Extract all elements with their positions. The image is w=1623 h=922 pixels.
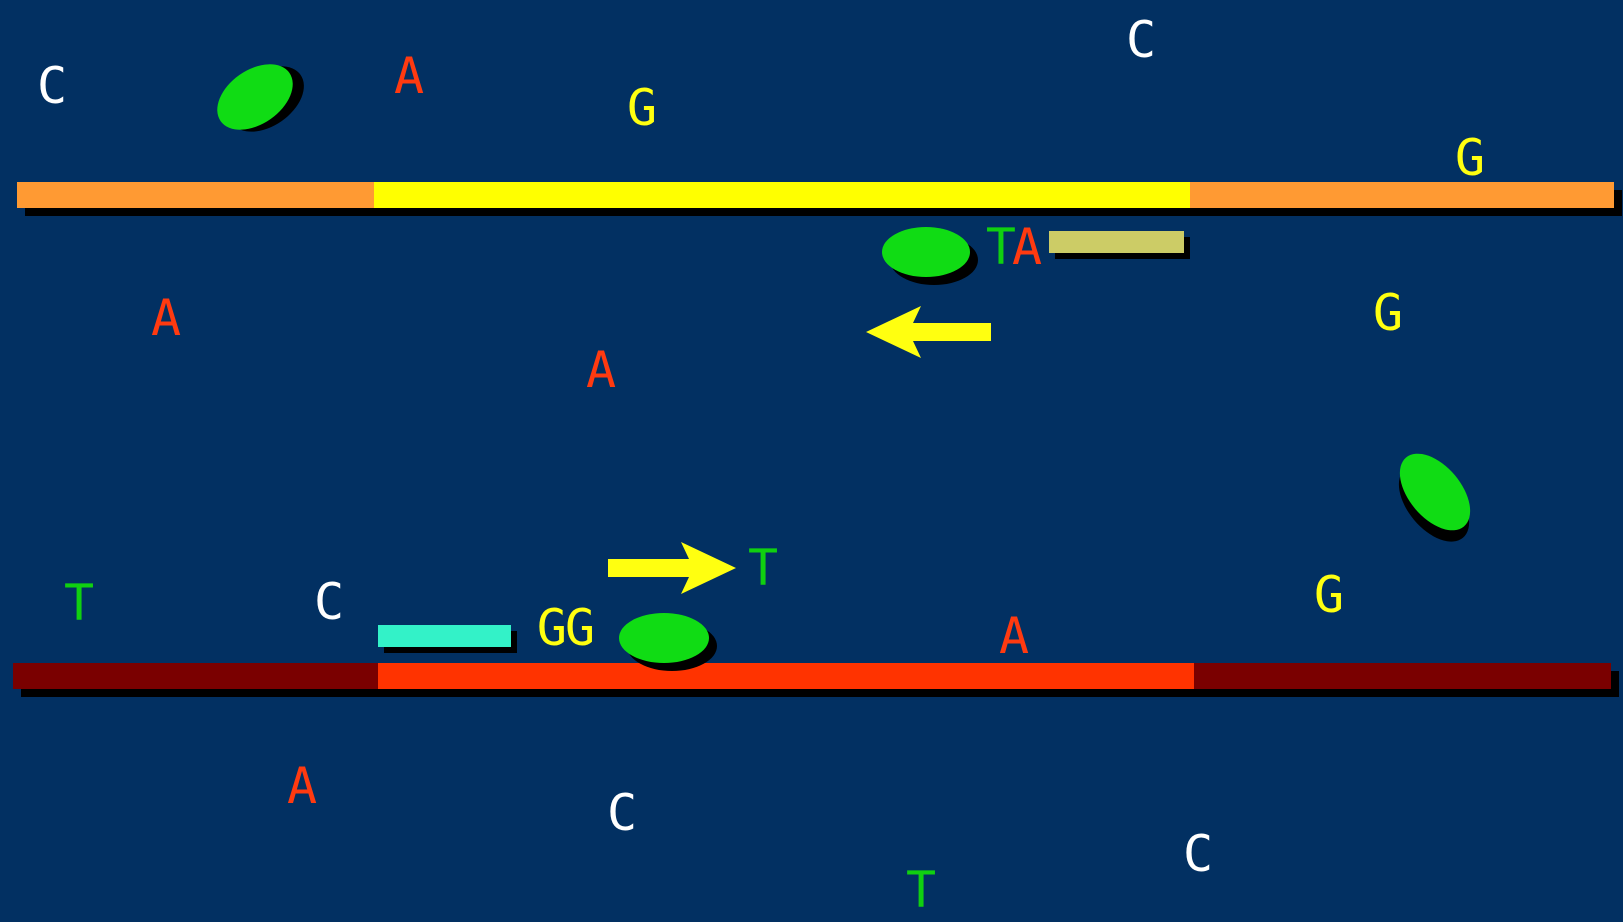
free-nucleotide-t: T <box>905 861 937 919</box>
bottom-strand-right-flank <box>1194 663 1611 689</box>
free-nucleotide-g: G <box>1313 566 1345 624</box>
free-nucleotide-a: A <box>393 47 425 105</box>
top-strand-right-flank <box>1190 182 1614 208</box>
top-extension-base-a: A <box>1012 218 1042 276</box>
bottom-extension-bases: GG <box>536 599 595 657</box>
free-nucleotide-a: A <box>998 607 1030 665</box>
polymerase-free-2 <box>1386 440 1484 544</box>
free-nucleotide-g: G <box>626 79 658 137</box>
bottom-strand-target-region <box>378 663 1194 689</box>
free-nucleotide-t: T <box>63 574 95 632</box>
top-strand-target-region <box>374 182 1190 208</box>
polymerase-bottom-bound <box>619 613 709 663</box>
polymerase-free-1 <box>205 50 305 144</box>
bottom-dna-strand <box>13 663 1611 689</box>
free-nucleotide-a: A <box>286 757 318 815</box>
free-nucleotide-g: G <box>1372 284 1404 342</box>
bottom-primer <box>378 625 511 647</box>
free-nucleotide-c: C <box>36 57 68 115</box>
top-extension-base-t: T <box>985 218 1016 276</box>
top-primer <box>1049 231 1184 253</box>
top-strand-left-flank <box>17 182 374 208</box>
arrow-left-icon <box>866 306 991 358</box>
free-nucleotide-c: C <box>1182 825 1214 883</box>
free-nucleotide-g: G <box>1454 129 1486 187</box>
bottom-strand-left-flank <box>13 663 378 689</box>
top-dna-strand <box>17 182 1614 208</box>
free-nucleotide-c: C <box>1125 11 1157 69</box>
arrow-right-icon <box>608 542 736 594</box>
top-extension-bases: TA <box>986 222 1042 272</box>
free-nucleotide-c: C <box>313 573 345 631</box>
free-nucleotide-a: A <box>585 341 617 399</box>
polymerase-top-bound <box>882 227 970 277</box>
bottom-extension-next-base: T <box>747 539 779 597</box>
free-nucleotide-a: A <box>150 289 182 347</box>
free-nucleotide-c: C <box>606 784 638 842</box>
